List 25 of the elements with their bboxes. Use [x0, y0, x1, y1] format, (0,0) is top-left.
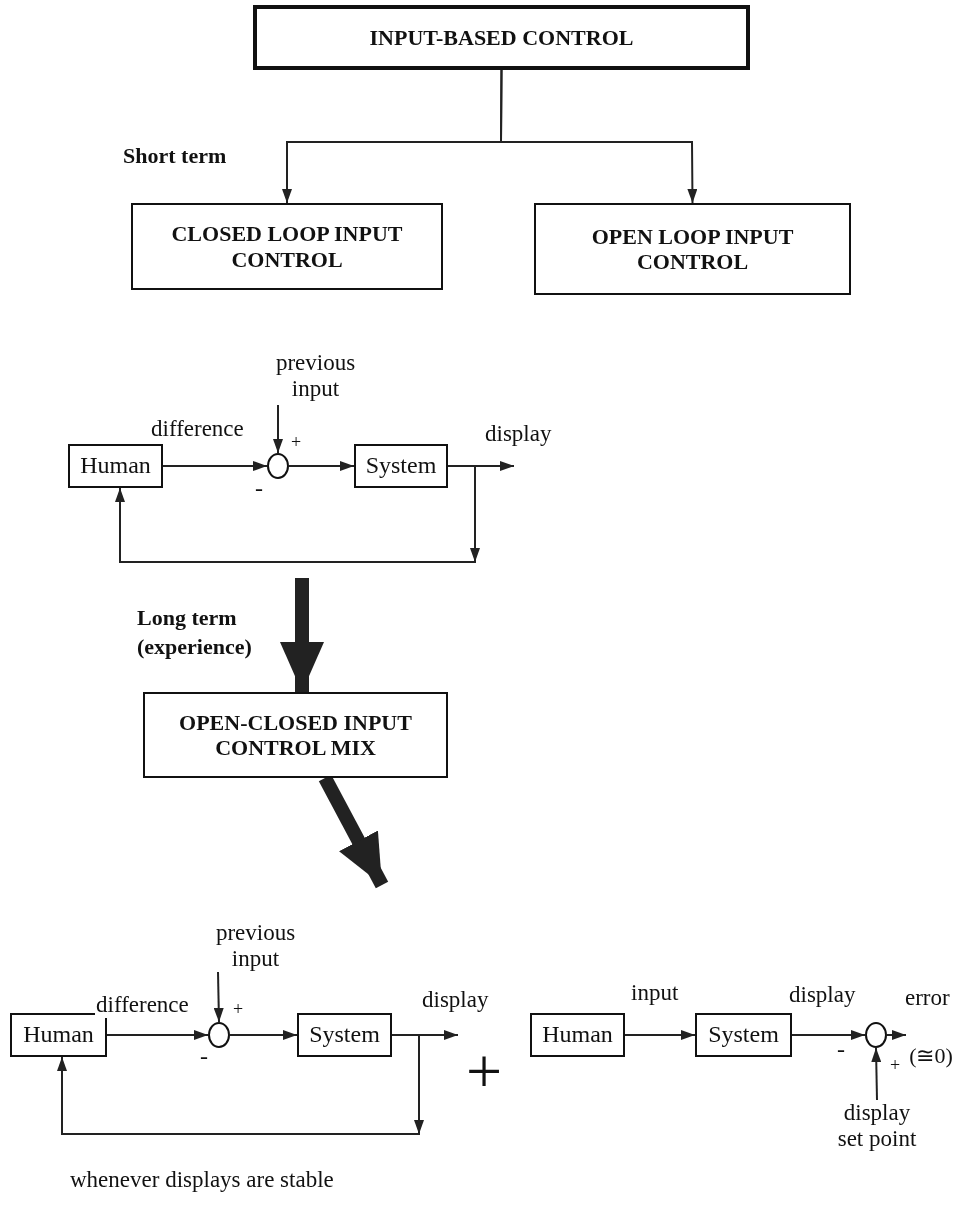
- signal-label: previous input: [198, 920, 313, 972]
- summing-junction: [208, 1022, 230, 1048]
- block-box: System: [297, 1013, 392, 1057]
- signal-label: display set point: [833, 1100, 921, 1195]
- sign-mark: -: [255, 476, 263, 500]
- control-box: OPEN-CLOSED INPUT CONTROL MIX: [143, 692, 448, 778]
- block-box: Human: [68, 444, 163, 488]
- caption: whenever displays are stable: [70, 1168, 334, 1191]
- control-box: CLOSED LOOP INPUT CONTROL: [131, 203, 443, 290]
- block-box: System: [354, 444, 448, 488]
- control-box: OPEN LOOP INPUT CONTROL: [534, 203, 851, 295]
- signal-label: previous input: [258, 350, 373, 405]
- sign-mark: +: [291, 433, 302, 451]
- summing-junction: [267, 453, 289, 479]
- sign-mark: -: [200, 1044, 208, 1068]
- plus-sign: +: [466, 1040, 503, 1104]
- sign-mark: -: [837, 1037, 845, 1061]
- block-box: System: [695, 1013, 792, 1057]
- block-box: Human: [530, 1013, 625, 1057]
- sign-mark: +: [233, 1000, 244, 1018]
- sign-mark: +: [890, 1056, 901, 1074]
- summing-junction: [865, 1022, 887, 1048]
- title-box: INPUT-BASED CONTROL: [253, 5, 750, 70]
- signal-label: (≅0): [906, 1024, 956, 1068]
- block-box: Human: [10, 1013, 107, 1057]
